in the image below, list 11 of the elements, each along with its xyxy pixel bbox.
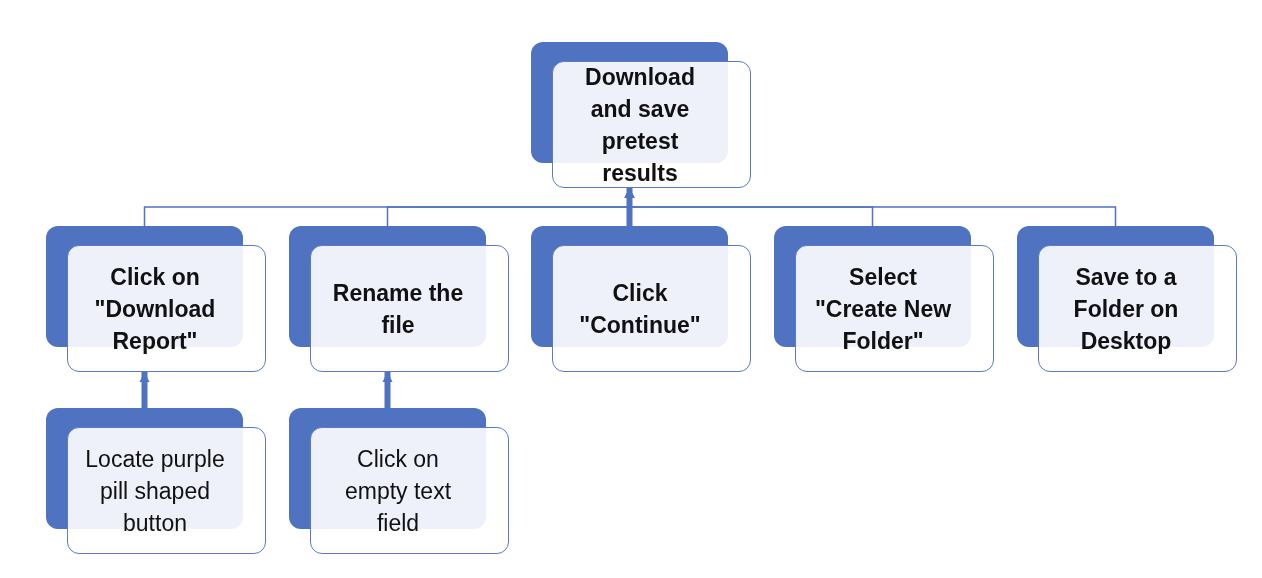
step-text: Click on "Download Report" <box>93 262 217 356</box>
step-text: Locate purple pill shaped button <box>84 444 226 538</box>
arrow <box>624 188 635 226</box>
step-text: Click on empty text field <box>343 444 453 538</box>
step-text: Save to a Folder on Desktop <box>1072 262 1180 356</box>
step-text: Download and save pretest results <box>584 62 696 188</box>
step-text: Rename the file <box>331 278 465 340</box>
step-text: Click "Continue" <box>578 278 702 340</box>
arrow <box>139 372 150 408</box>
arrow <box>382 372 393 408</box>
step-text: Select "Create New Folder" <box>813 262 953 356</box>
